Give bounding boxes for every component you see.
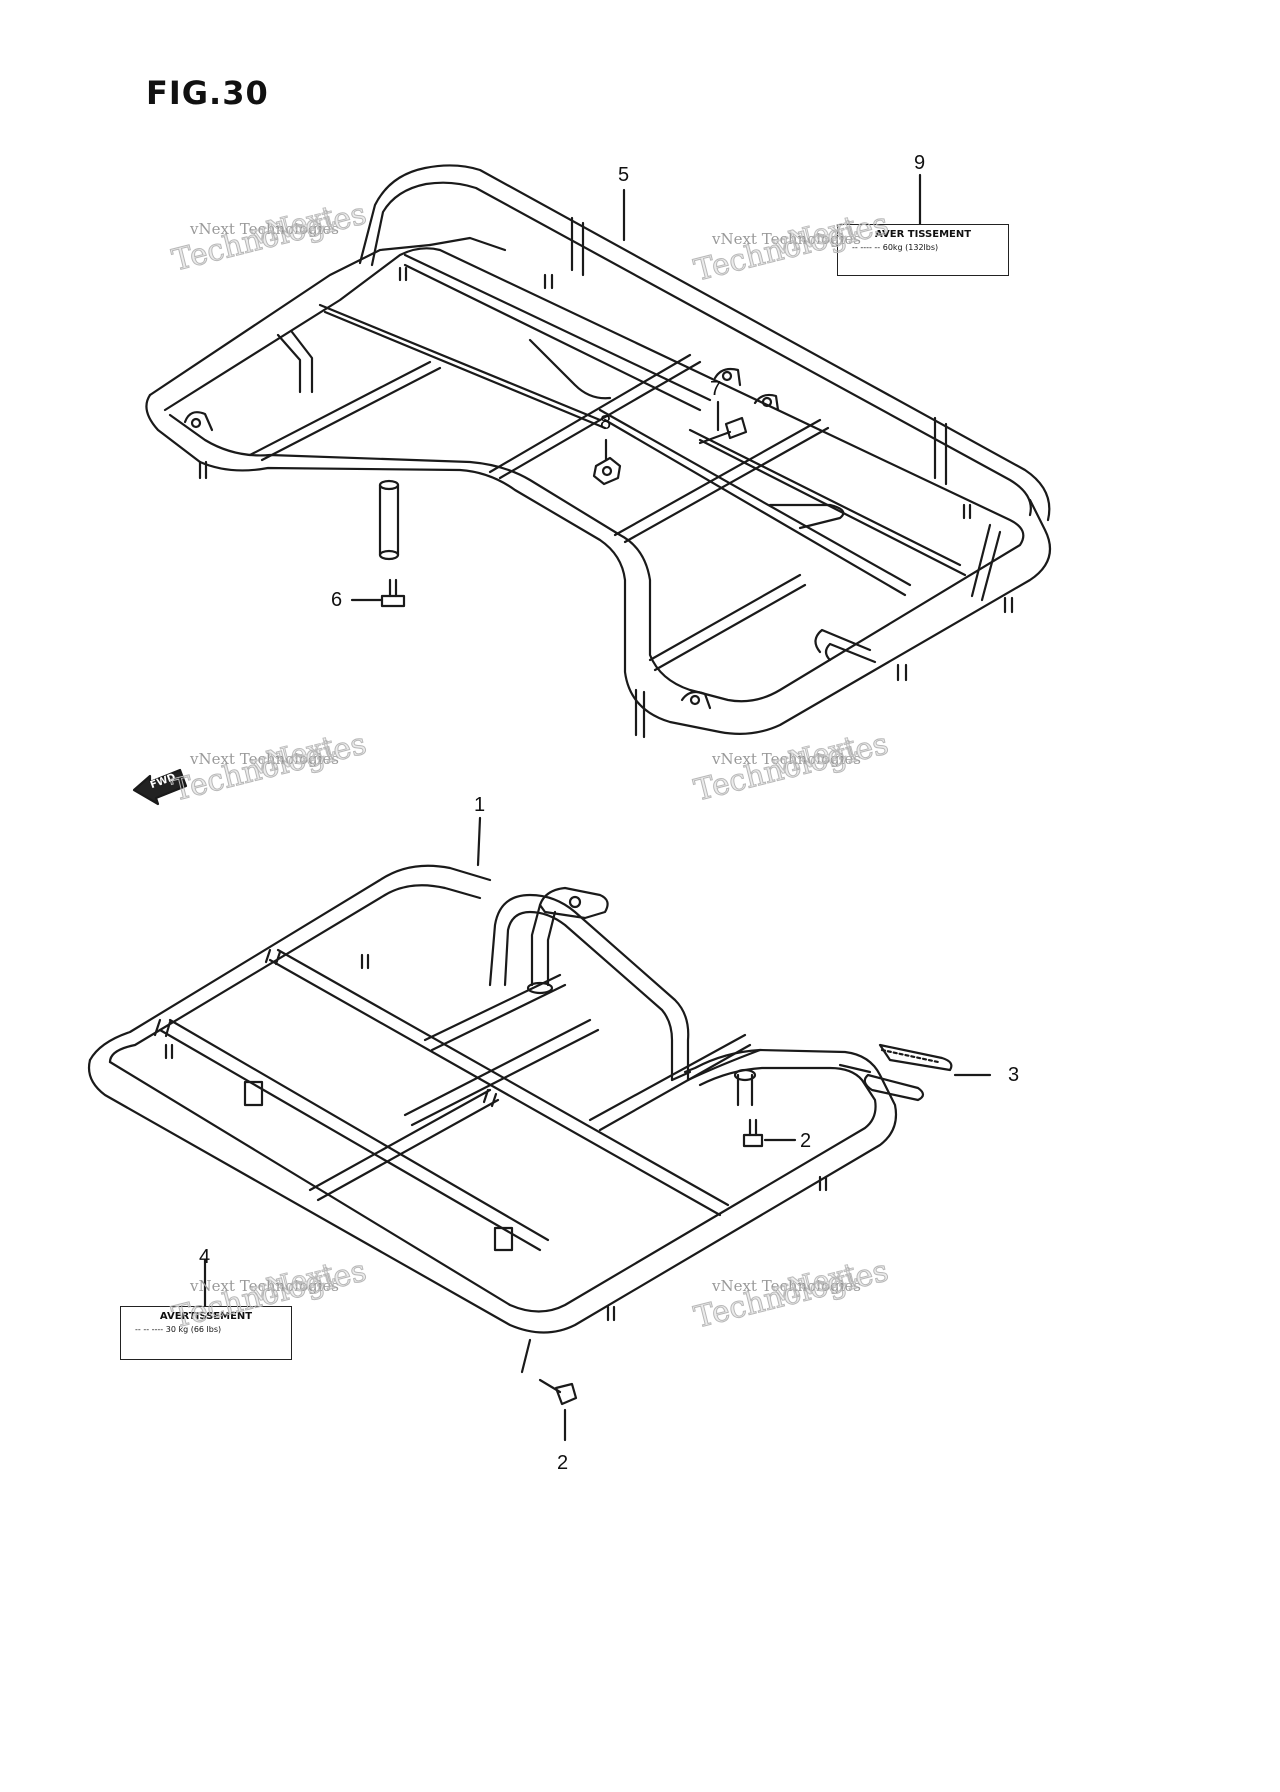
warning-label-4: AVERTISSEMENT -- -- ---- 30 kg (66 lbs) <box>120 1306 292 1360</box>
nut-8 <box>592 456 622 486</box>
rear-carrier-frame <box>145 164 1052 739</box>
watermark: vNext vNext Technologies Technologies <box>690 1253 892 1336</box>
watermark: vNext vNext Technologies Technologies <box>168 196 370 279</box>
callout-8: 8 <box>600 412 612 434</box>
callout-1: 1 <box>474 794 486 816</box>
watermark: vNext vNext Technologies Technologies <box>690 726 892 809</box>
watermark: vNext vNext Technologies Technologies <box>690 206 892 289</box>
warning-label-9-heading: AVER TISSEMENT <box>874 229 972 240</box>
bolt-6 <box>380 578 406 608</box>
callout-5: 5 <box>618 164 630 186</box>
callout-7: 7 <box>710 378 722 400</box>
warning-label-9-line: -- ---- -- 60kg (132lbs) <box>852 243 939 252</box>
callout-3: 3 <box>1008 1064 1020 1086</box>
callout-2-lower: 2 <box>557 1452 569 1474</box>
watermark: vNext vNext Technologies Technologies <box>168 1253 370 1336</box>
warning-label-4-line: -- -- ---- 30 kg (66 lbs) <box>135 1325 222 1334</box>
callout-6: 6 <box>331 589 343 611</box>
front-carrier-frame <box>87 864 898 1334</box>
figure-title: FIG.30 <box>146 74 269 112</box>
callout-2-upper: 2 <box>800 1130 812 1152</box>
bolt-7 <box>698 416 748 445</box>
callout-9: 9 <box>914 152 926 174</box>
bolt-2-upper <box>742 1118 764 1148</box>
warning-label-9: AVER TISSEMENT -- ---- -- 60kg (132lbs) <box>837 224 1009 276</box>
strap-3 <box>838 1043 953 1102</box>
warning-label-4-heading: AVERTISSEMENT <box>159 1311 253 1322</box>
callout-4: 4 <box>199 1246 211 1268</box>
bolt-2-lower <box>538 1378 578 1406</box>
watermark: vNext vNext Technologies Technologies <box>168 726 370 809</box>
